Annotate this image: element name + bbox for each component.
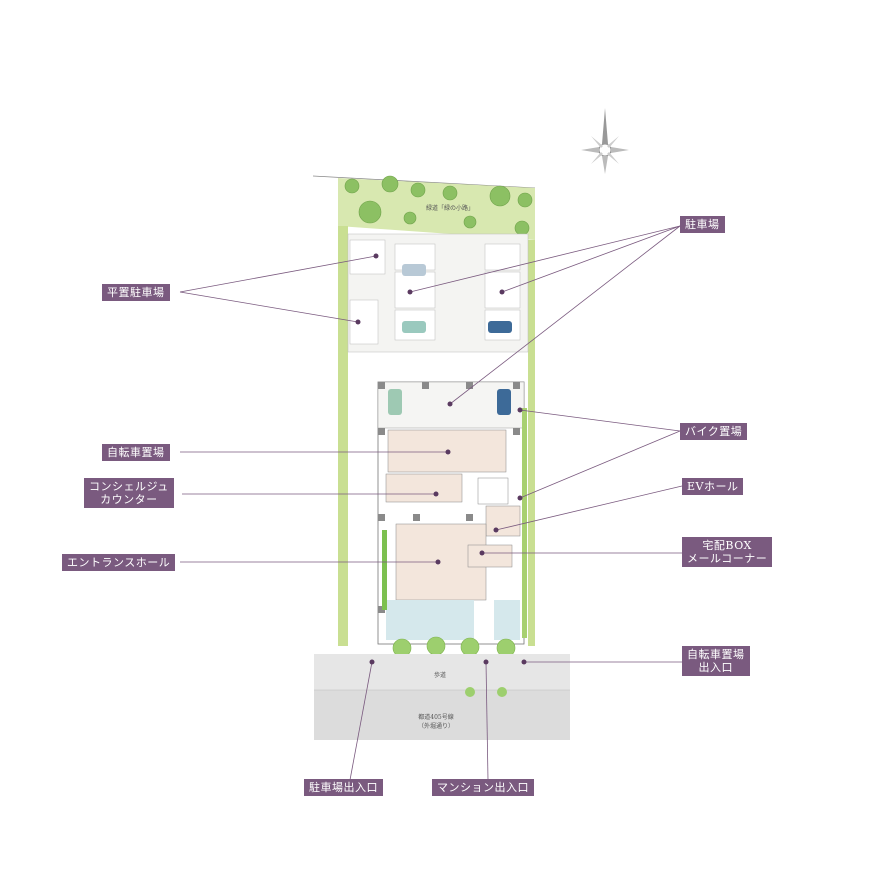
water-feature [386, 600, 474, 640]
label-concierge-counter: コンシェルジュ カウンター [84, 478, 174, 508]
label-concierge-line1: コンシェルジュ [89, 480, 169, 493]
label-entrance-hall: エントランスホール [62, 554, 176, 571]
concierge-area [385, 473, 463, 503]
road [314, 690, 570, 740]
green-path [338, 178, 535, 240]
label-ev-hall: EVホール [682, 478, 744, 495]
trees-top [344, 175, 533, 236]
label-delivery-box: 宅配BOX メールコーナー [682, 537, 773, 567]
green-wall [382, 530, 387, 610]
car [402, 321, 426, 333]
compass-icon [581, 108, 629, 174]
road-trees [465, 687, 507, 697]
delivery-room [467, 544, 513, 568]
label-parking-entrance: 駐車場出入口 [304, 779, 383, 796]
label-flat-parking: 平置駐車場 [102, 284, 170, 301]
label-delivery-line2: メールコーナー [687, 552, 768, 565]
label-delivery-line1: 宅配BOX [702, 539, 752, 552]
label-bicycle-entrance-line1: 自転車置場 [687, 648, 745, 661]
sidewalk-label: 歩道 [434, 672, 447, 679]
label-mansion-entrance: マンション出入口 [432, 779, 534, 796]
label-parking: 駐車場 [680, 216, 725, 233]
left-green-strip [338, 226, 348, 646]
right-green-strip [528, 240, 535, 646]
stairs [477, 477, 509, 505]
label-concierge-line2: カウンター [100, 493, 158, 506]
label-bicycle-entrance-line2: 出入口 [698, 661, 733, 674]
label-bicycle-entrance: 自転車置場 出入口 [682, 646, 750, 676]
road-name-line2: （外堀通り） [418, 723, 455, 730]
label-bicycle-parking: 自転車置場 [102, 444, 170, 461]
road-name-label: 都道405号線 （外堀通り） [418, 712, 454, 730]
label-bike-parking: バイク置場 [680, 423, 748, 440]
car [388, 389, 402, 415]
car [402, 264, 426, 276]
sidewalk [314, 654, 570, 690]
ev-hall-area [485, 505, 521, 537]
car [497, 389, 511, 415]
water-feature [494, 600, 520, 640]
leader-lines [179, 225, 683, 781]
road-name-line1: 都道405号線 [418, 714, 454, 721]
markers [355, 253, 527, 665]
green-path-label: 緑道「緑の小路」 [426, 205, 475, 212]
car [488, 321, 512, 333]
